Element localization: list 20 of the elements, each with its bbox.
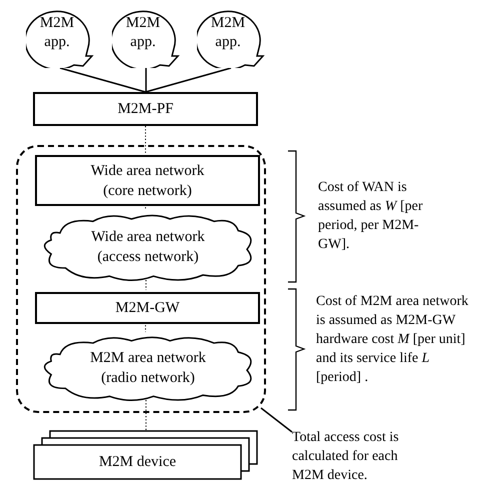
node-label: M2M app.	[38, 14, 76, 52]
node-label: M2M app.	[210, 14, 246, 52]
dashed-group-box	[16, 145, 266, 413]
node-label: M2M area network (radio network)	[89, 349, 207, 388]
annotation-text: Cost of WAN is assumed as W [per period, per M2M-GW].	[318, 179, 424, 254]
node-label: Wide area network (core network)	[90, 162, 206, 200]
node-label: M2M-PF	[116, 100, 174, 119]
node-label: M2M device	[98, 453, 178, 472]
process-box	[35, 292, 260, 324]
node-label: Total access cost is calculated for each M2M device.	[292, 429, 400, 485]
connector-line	[145, 68, 147, 92]
stacked-device-box	[33, 430, 258, 480]
node-label: Wide area network (access network)	[90, 228, 206, 267]
annotation-text: Cost of M2M area network is assumed as M2M-GW hardware cost M [per unit] and its service life L [period] .	[316, 293, 470, 387]
connector-line	[260, 407, 292, 433]
node-label: M2M-GW	[114, 299, 181, 318]
process-box	[33, 92, 258, 126]
connector-line	[145, 126, 146, 154]
node-label: M2M app.	[124, 14, 162, 52]
process-box	[35, 155, 260, 206]
